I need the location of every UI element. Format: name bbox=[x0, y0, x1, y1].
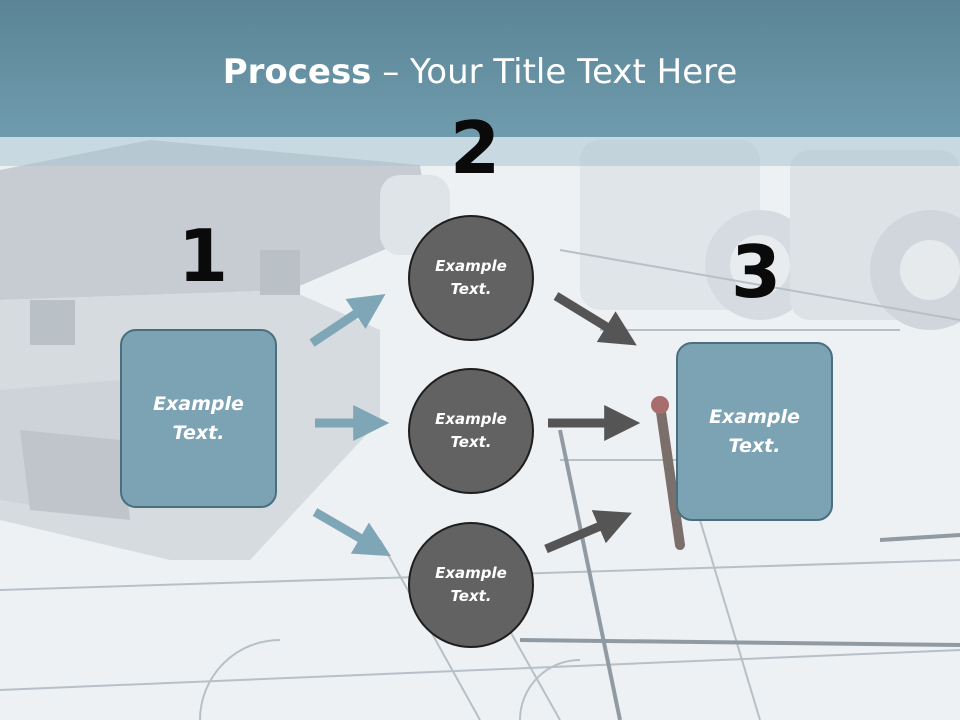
step-1-text: Example Text. bbox=[153, 393, 244, 444]
slide-title-bold: Process bbox=[222, 52, 372, 92]
arrow-2c-to-3 bbox=[544, 510, 632, 554]
title-bar-strip bbox=[0, 137, 960, 166]
step-2-circle-middle-text: Example Text. bbox=[435, 409, 507, 451]
step-2-circle-middle: Example Text. bbox=[408, 368, 534, 494]
arrow-2a-to-3 bbox=[553, 292, 637, 346]
step-2-circle-bottom: Example Text. bbox=[408, 522, 534, 648]
step-number-1: 1 bbox=[178, 214, 229, 298]
step-3-box: Example Text. bbox=[676, 342, 833, 521]
step-3-text: Example Text. bbox=[709, 406, 800, 457]
step-number-3: 3 bbox=[731, 230, 782, 314]
arrow-1-to-2c bbox=[312, 508, 392, 557]
title-bar bbox=[0, 0, 960, 137]
step-2-circle-top-text: Example Text. bbox=[435, 256, 507, 298]
slide-title-rest: – Your Title Text Here bbox=[371, 52, 738, 92]
slide-title: Process – Your Title Text Here bbox=[0, 52, 960, 92]
arrow-1-to-2a bbox=[309, 294, 386, 347]
step-2-circle-top: Example Text. bbox=[408, 215, 534, 341]
step-2-circle-bottom-text: Example Text. bbox=[435, 563, 507, 605]
step-1-box: Example Text. bbox=[120, 329, 277, 508]
step-number-2: 2 bbox=[450, 106, 501, 190]
